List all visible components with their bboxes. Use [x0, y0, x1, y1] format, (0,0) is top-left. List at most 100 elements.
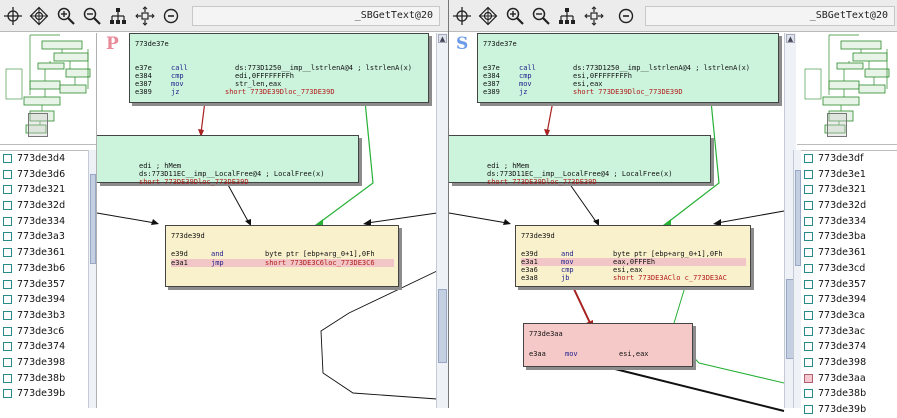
address-checkbox[interactable]: [3, 326, 12, 336]
address-list-item[interactable]: 773de361: [801, 245, 897, 261]
fit-graph-icon[interactable]: [451, 5, 473, 27]
right-block-localfree[interactable]: edi ; hMem ds:773D11EC__imp__LocalFree@4…: [449, 135, 711, 186]
function-name-field[interactable]: _SBGetText@20: [192, 6, 440, 26]
right-address-scrollbar[interactable]: [793, 150, 801, 408]
pane-divider[interactable]: [448, 0, 449, 408]
address-list-item[interactable]: 773de394: [0, 292, 96, 308]
address-list-item[interactable]: 773de334: [801, 214, 897, 230]
circle-minus-icon[interactable]: [160, 5, 182, 27]
address-checkbox[interactable]: [3, 232, 12, 242]
address-checkbox[interactable]: [804, 248, 813, 258]
address-list-item[interactable]: 773de3d4: [0, 151, 96, 167]
address-list-item[interactable]: 773de3c6: [0, 324, 96, 340]
hierarchy-layout-icon[interactable]: [556, 5, 578, 27]
address-checkbox[interactable]: [804, 154, 813, 163]
address-checkbox[interactable]: [3, 357, 12, 367]
address-checkbox[interactable]: [3, 154, 12, 163]
address-list-item[interactable]: 773de361: [0, 245, 96, 261]
zoom-target-icon[interactable]: [477, 5, 499, 27]
graph-overview-minimap[interactable]: [797, 33, 897, 145]
right-address-scroll-thumb[interactable]: [795, 170, 801, 266]
address-list-item[interactable]: 773de38b: [801, 386, 897, 402]
address-list-item[interactable]: 773de38b: [0, 371, 96, 387]
minimap-viewport[interactable]: [827, 113, 847, 137]
address-list-item[interactable]: 773de321: [801, 182, 897, 198]
address-checkbox[interactable]: [804, 185, 813, 195]
asm-line[interactable]: short 773DE39Dloc_773DE39D: [139, 178, 249, 186]
zoom-out-icon[interactable]: [81, 5, 103, 27]
hierarchy-layout-icon[interactable]: [107, 5, 129, 27]
minimap-viewport[interactable]: [28, 113, 48, 137]
address-checkbox[interactable]: [804, 326, 813, 336]
address-checkbox[interactable]: [3, 295, 12, 305]
address-list-item[interactable]: 773de3e1: [801, 167, 897, 183]
address-checkbox[interactable]: [804, 342, 813, 352]
asm-line[interactable]: edi ; hMem: [139, 162, 182, 170]
left-graph-scrollbar[interactable]: ▲: [436, 33, 448, 408]
address-list-item[interactable]: 773de398: [0, 355, 96, 371]
left-address-scroll-thumb[interactable]: [90, 174, 96, 264]
left-address-scrollbar[interactable]: [88, 150, 96, 408]
center-arrows-icon[interactable]: [134, 5, 156, 27]
address-checkbox[interactable]: [3, 279, 12, 289]
center-arrows-icon[interactable]: [583, 5, 605, 27]
address-list-item[interactable]: 773de3cd: [801, 261, 897, 277]
asm-line[interactable]: ds:773D11EC__imp__LocalFree@4 ; LocalFre…: [139, 170, 325, 178]
address-list-item[interactable]: 773de3ba: [801, 229, 897, 245]
address-checkbox[interactable]: [3, 185, 12, 195]
address-list-item[interactable]: 773de334: [0, 214, 96, 230]
scroll-up-icon[interactable]: ▲: [438, 34, 447, 43]
address-checkbox[interactable]: [804, 295, 813, 305]
zoom-in-icon[interactable]: [504, 5, 526, 27]
address-checkbox[interactable]: [3, 310, 12, 320]
address-checkbox[interactable]: [804, 373, 813, 383]
address-list-item[interactable]: 773de357: [0, 277, 96, 293]
address-checkbox[interactable]: [3, 389, 12, 399]
asm-line[interactable]: edi ; hMem: [487, 162, 530, 170]
fit-graph-icon[interactable]: [2, 5, 24, 27]
address-checkbox[interactable]: [804, 310, 813, 320]
address-checkbox[interactable]: [804, 389, 813, 399]
address-list-item[interactable]: 773de398: [801, 355, 897, 371]
zoom-in-icon[interactable]: [55, 5, 77, 27]
address-checkbox[interactable]: [804, 405, 813, 414]
address-checkbox[interactable]: [804, 216, 813, 226]
address-list-item[interactable]: 773de39b: [801, 402, 897, 418]
scroll-up-icon[interactable]: ▲: [786, 34, 795, 43]
address-list-item[interactable]: 773de3aa: [801, 371, 897, 387]
address-list-item[interactable]: 773de321: [0, 182, 96, 198]
address-checkbox[interactable]: [3, 248, 12, 258]
asm-line[interactable]: ds:773D11EC__imp__LocalFree@4 ; LocalFre…: [487, 170, 673, 178]
address-list-item[interactable]: 773de3df: [801, 151, 897, 167]
circle-minus-icon[interactable]: [615, 5, 637, 27]
zoom-target-icon[interactable]: [28, 5, 50, 27]
address-checkbox[interactable]: [804, 232, 813, 242]
address-list-item[interactable]: 773de374: [801, 339, 897, 355]
address-checkbox[interactable]: [804, 169, 813, 179]
address-list-item[interactable]: 773de374: [0, 339, 96, 355]
address-list-item[interactable]: 773de32d: [801, 198, 897, 214]
graph-overview-minimap[interactable]: [0, 33, 96, 145]
address-checkbox[interactable]: [3, 373, 12, 383]
address-checkbox[interactable]: [3, 169, 12, 179]
address-list-item[interactable]: 773de3b6: [0, 261, 96, 277]
address-checkbox[interactable]: [804, 263, 813, 273]
